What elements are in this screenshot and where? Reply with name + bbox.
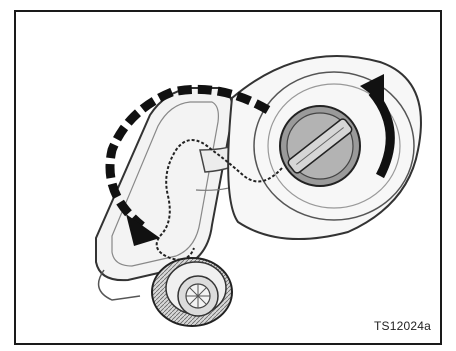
- fuel-tank-cap: [280, 106, 360, 186]
- cap-in-holder: [152, 258, 232, 326]
- figure-code-label: TS12024a: [374, 319, 431, 333]
